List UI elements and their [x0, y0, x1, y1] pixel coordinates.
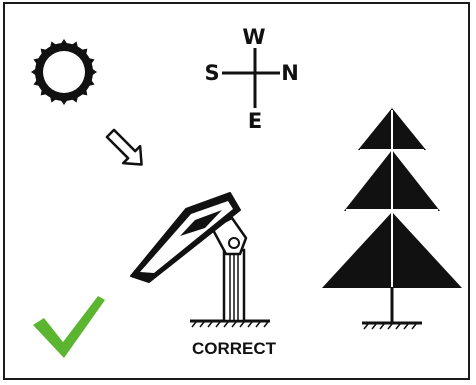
caption-label: CORRECT [192, 339, 277, 358]
sun-ray [78, 86, 88, 96]
sun-ray [33, 77, 43, 87]
sun-ray [31, 66, 39, 78]
sun-ray [40, 86, 50, 96]
checkmark-icon [33, 296, 105, 358]
sun-ray [58, 39, 70, 47]
sun-ray [49, 93, 59, 103]
compass-south-label: S [204, 61, 219, 85]
compass-west-label: W [242, 25, 265, 49]
compass-north-label: N [281, 61, 299, 85]
sun-ray [33, 57, 43, 67]
sun-ray [58, 97, 70, 105]
sun-ray [49, 41, 59, 51]
tree-icon [322, 108, 462, 330]
sun-ray [85, 57, 95, 67]
compass-east-label: E [248, 109, 262, 133]
sun-ray [69, 93, 79, 103]
solar-panel-icon [130, 192, 270, 328]
sun-ray [78, 48, 88, 58]
sunlight-arrow-icon [105, 128, 143, 166]
sun-ray [85, 77, 95, 87]
sun-ray [40, 48, 50, 58]
sun-ray [69, 41, 79, 51]
compass-icon: W S N E [204, 25, 298, 133]
sun-ray [89, 66, 97, 78]
sun-icon [31, 39, 97, 105]
